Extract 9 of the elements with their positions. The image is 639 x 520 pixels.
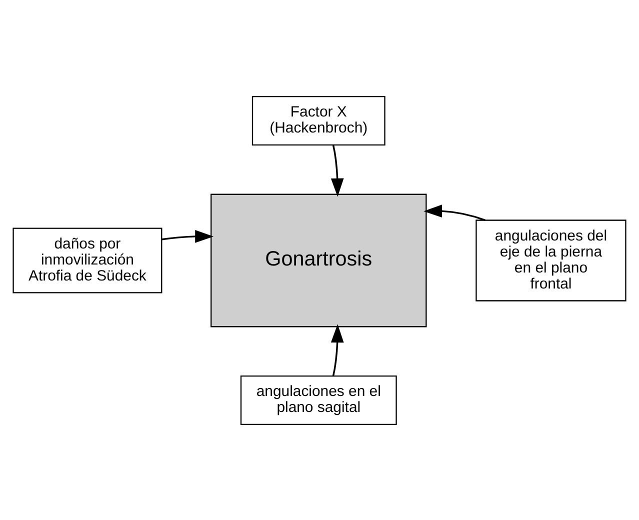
arrow — [424, 204, 486, 221]
node-box: angulaciones en el plano sagital — [240, 375, 397, 424]
arrow — [330, 324, 344, 376]
node-box: angulaciones del eje de la pierna en el plano frontal — [476, 219, 626, 301]
node-box: Factor X (Hackenbroch) — [252, 96, 386, 145]
arrow — [162, 230, 214, 242]
arrow — [330, 144, 344, 196]
node-box: daños por inmovilización Atrofia de Südeck — [12, 227, 162, 293]
node-box: Gonartrosis — [210, 193, 427, 327]
